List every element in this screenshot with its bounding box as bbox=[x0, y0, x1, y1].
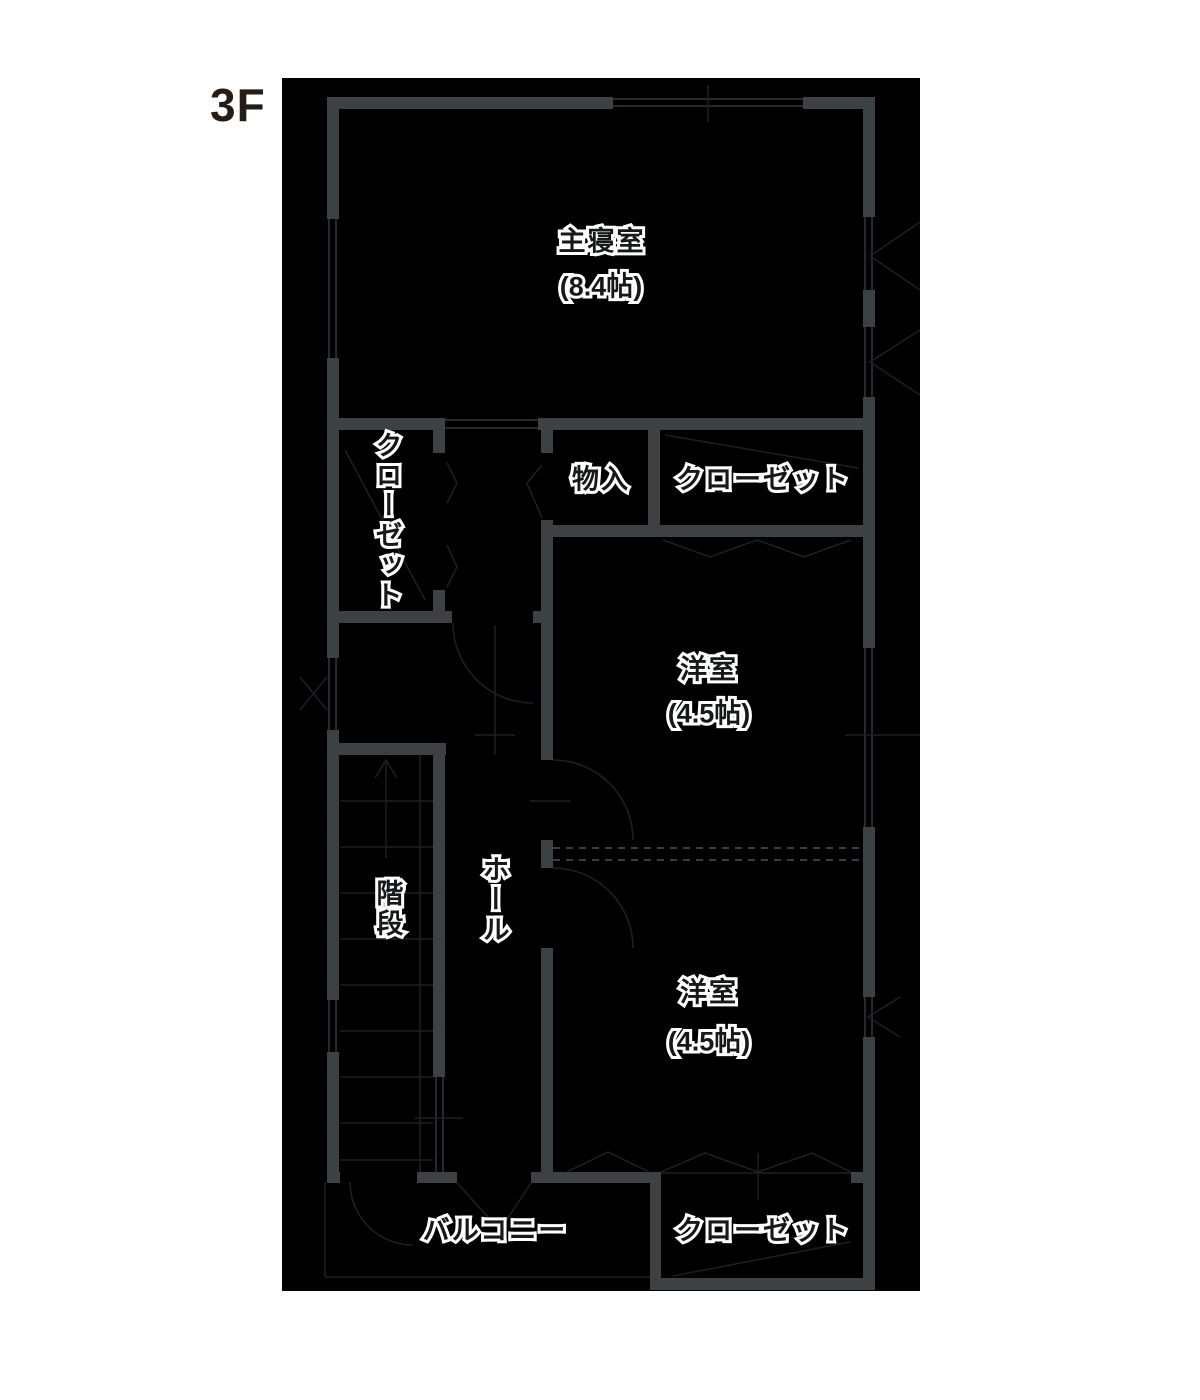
doors-layer bbox=[349, 462, 863, 1246]
label-western-room-2-size: (4.5帖) bbox=[665, 1024, 753, 1060]
label-western-room-1-size: (4.5帖) bbox=[665, 696, 753, 732]
label-stairs: 階段 bbox=[370, 876, 406, 942]
label-balcony: バルコニー bbox=[420, 1213, 568, 1249]
details-layer bbox=[324, 434, 859, 1278]
label-storage: 物入 bbox=[569, 462, 631, 498]
windows-layer bbox=[299, 85, 920, 1172]
label-closet-left: クローゼット bbox=[369, 428, 405, 614]
label-master-bedroom: 主寝室 bbox=[556, 224, 647, 260]
floorplan: 主寝室 (8.4帖) クローゼット 物入 クローゼット 洋室 (4.5帖) 階段… bbox=[282, 78, 920, 1291]
floorplan-drawing bbox=[299, 85, 920, 1290]
label-closet-top: クローゼット bbox=[673, 462, 851, 498]
label-hall: ホール bbox=[476, 852, 512, 948]
label-western-room-2: 洋室 bbox=[677, 975, 739, 1011]
label-closet-bottom: クローゼット bbox=[673, 1213, 851, 1249]
label-master-bedroom-size: (8.4帖) bbox=[557, 269, 645, 305]
walls-layer bbox=[327, 97, 875, 1290]
floor-label: 3F bbox=[210, 79, 266, 131]
stairs-up-arrow-icon bbox=[374, 758, 398, 858]
label-western-room-1: 洋室 bbox=[677, 652, 739, 688]
